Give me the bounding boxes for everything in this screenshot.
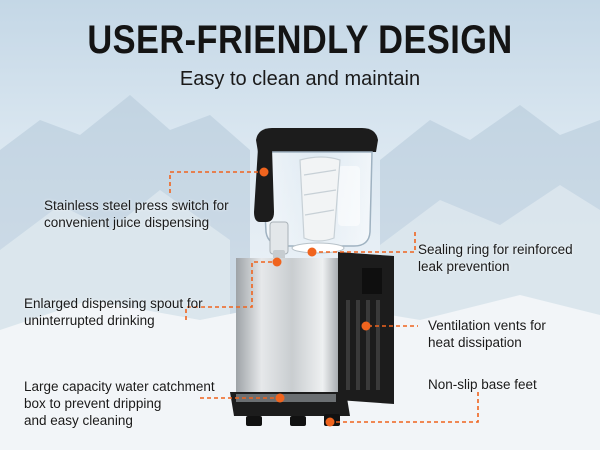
page-subtitle: Easy to clean and maintain — [179, 68, 421, 90]
tank-lid — [256, 128, 378, 152]
callout-sealing-ring: Sealing ring for reinforced leak prevent… — [418, 242, 573, 274]
callout-spout: Enlarged dispensing spout for uninterrup… — [24, 296, 203, 328]
auger — [299, 156, 341, 242]
callout-catchment: Large capacity water catchment box to pr… — [24, 379, 215, 428]
ventilation-vents — [346, 300, 380, 390]
page-title: USER-FRIENDLY DESIGN — [87, 18, 513, 62]
base-foot — [290, 416, 306, 426]
press-switch — [254, 148, 274, 222]
mountain-background — [0, 95, 600, 450]
dispensing-spout — [269, 221, 289, 255]
base-foot — [246, 416, 262, 426]
callout-press-switch: Stainless steel press switch for conveni… — [44, 198, 229, 230]
sealing-ring — [291, 242, 345, 254]
callout-vents: Ventilation vents for heat dissipation — [428, 318, 546, 350]
callout-leaders — [169, 167, 479, 427]
steel-front-panel — [236, 258, 338, 396]
callout-base-feet: Non-slip base feet — [428, 377, 537, 392]
control-panel — [362, 268, 382, 294]
juice-dispenser — [230, 128, 394, 426]
